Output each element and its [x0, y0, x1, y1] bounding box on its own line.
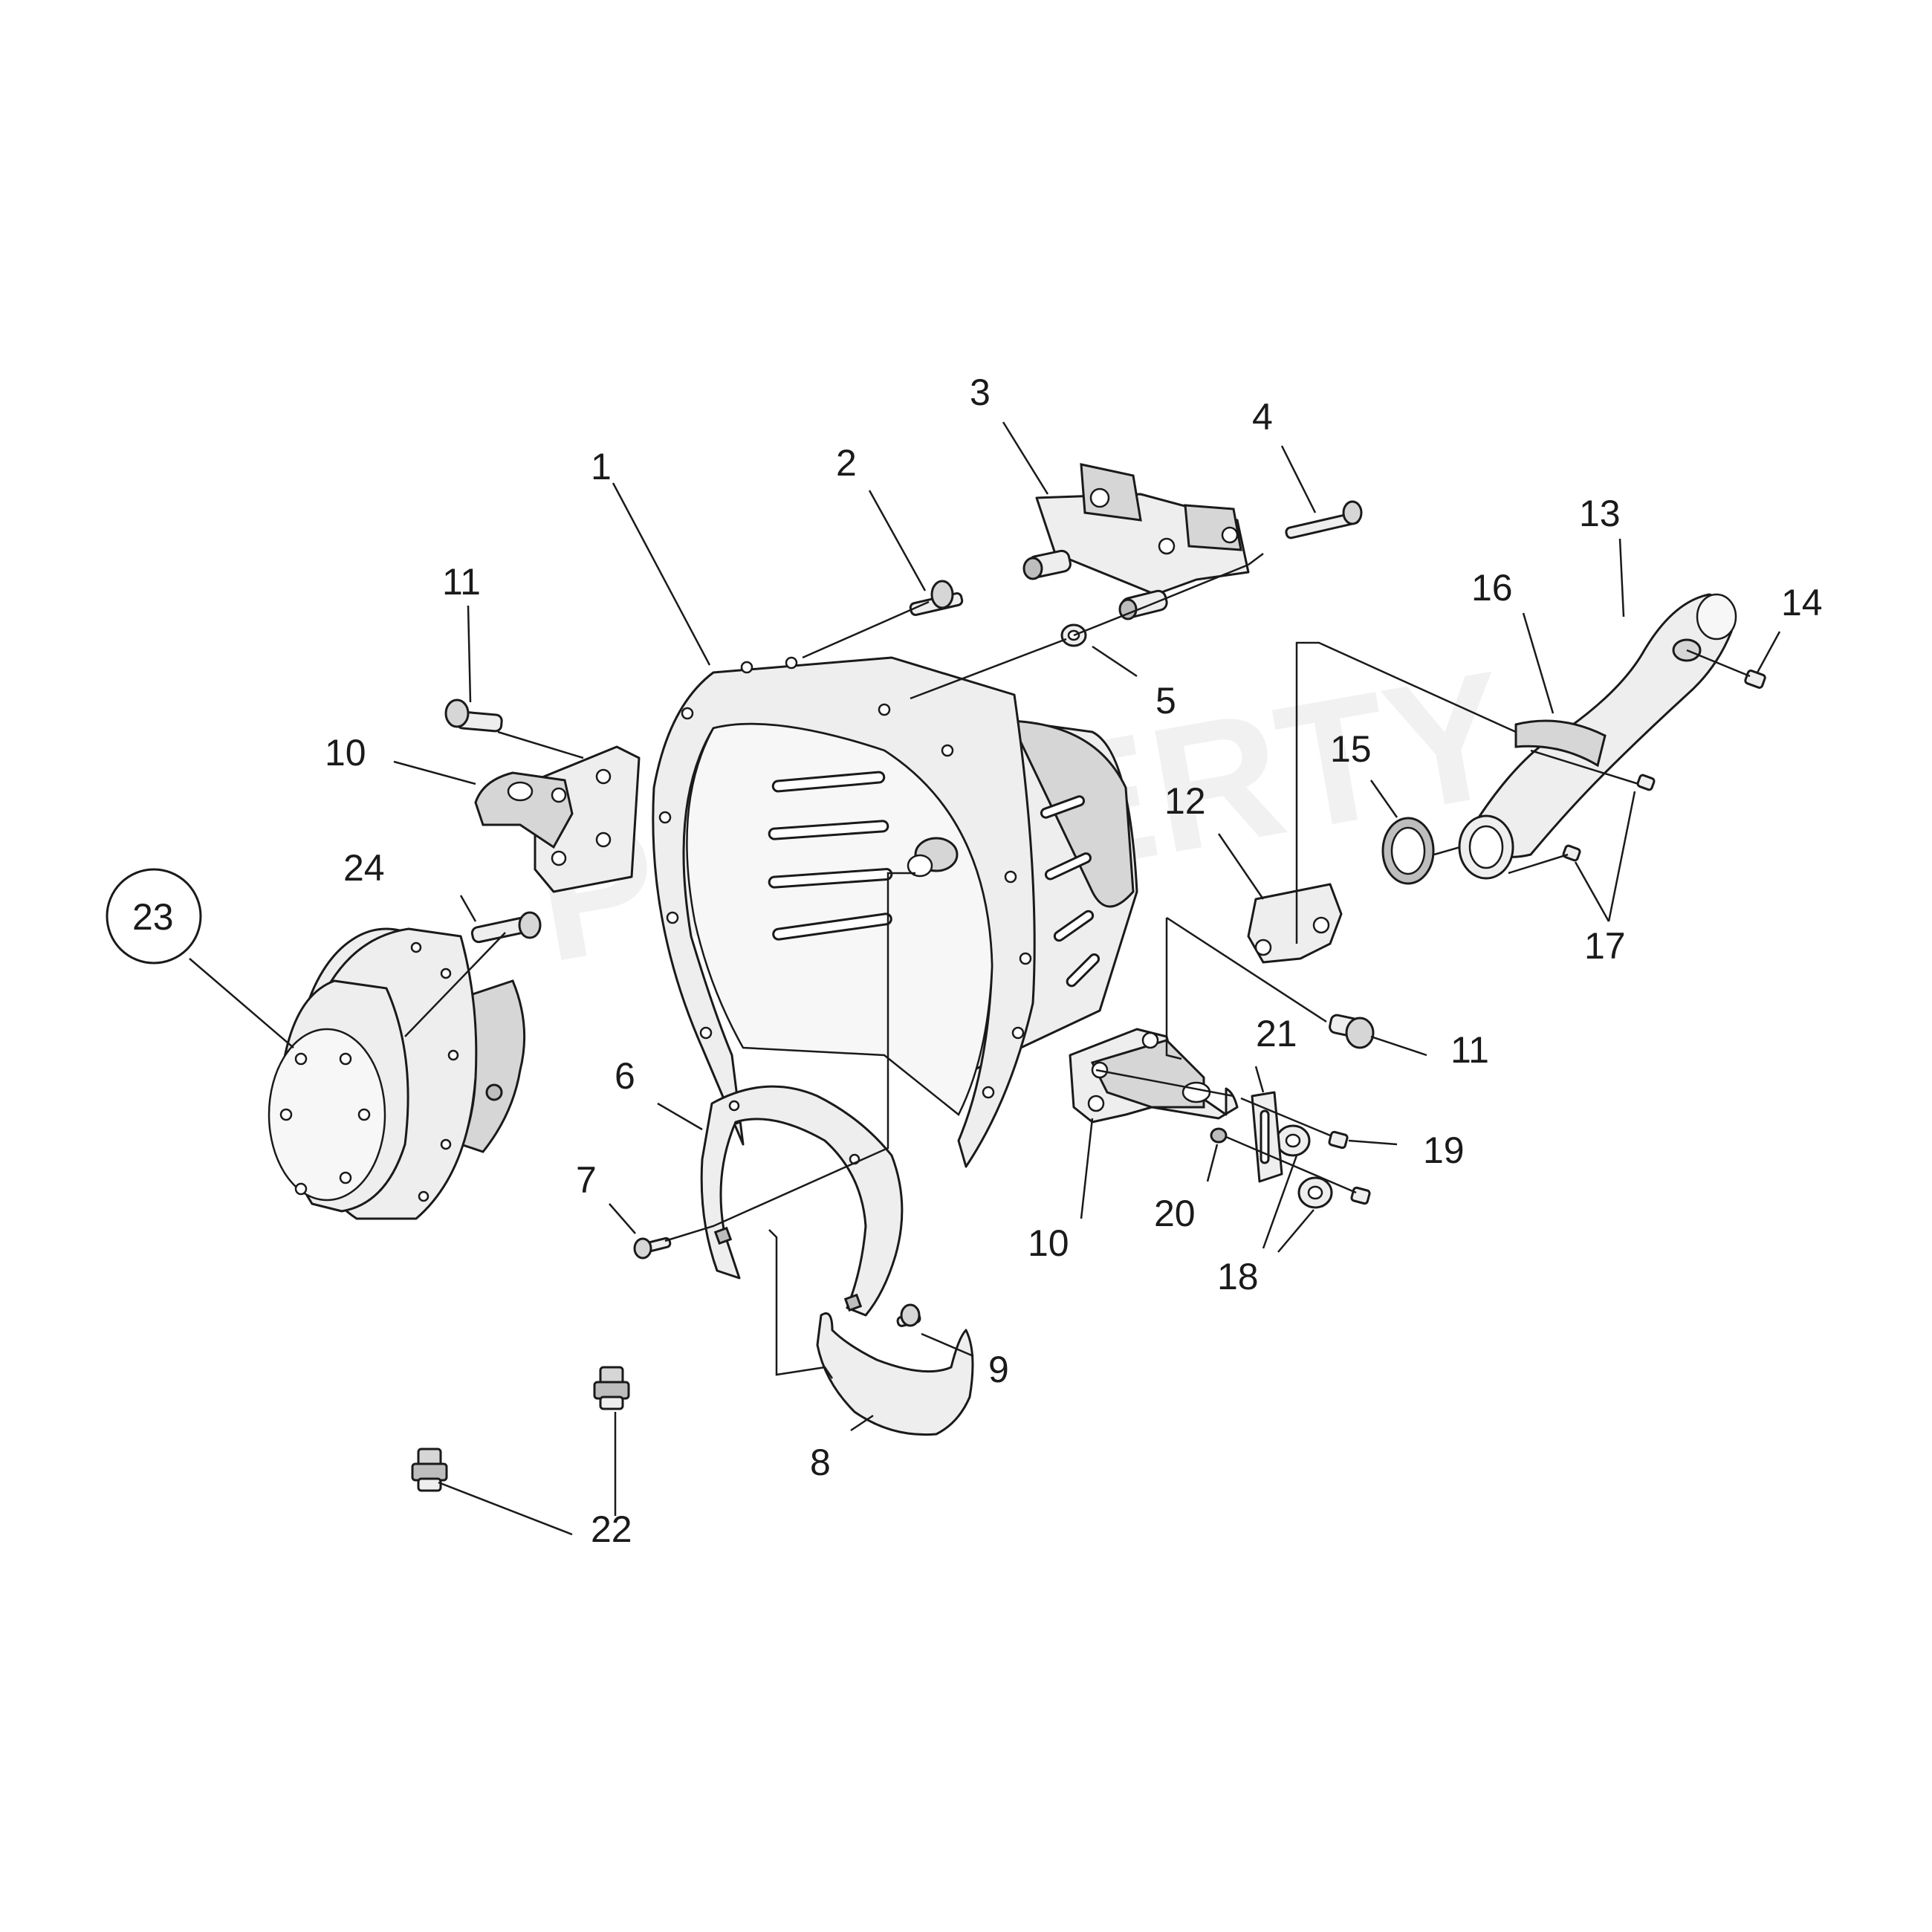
callout-24: 24	[343, 847, 385, 889]
callout-13: 13	[1579, 493, 1621, 534]
part-14-plug	[1744, 670, 1766, 689]
part-9-screw	[896, 1303, 921, 1327]
callout-11-upper-left: 11	[442, 561, 481, 603]
leader-lines	[189, 421, 1781, 1536]
part-15-seal-ring	[1381, 817, 1435, 885]
part-12-small-bracket	[1247, 883, 1343, 964]
part-17-screws	[1562, 774, 1656, 862]
callout-11-right: 11	[1450, 1029, 1489, 1071]
part-4-long-bolt	[1285, 500, 1363, 539]
callout-23-circle	[106, 868, 202, 965]
part-3-bracket	[1022, 463, 1250, 596]
part-6-cover-ring	[700, 1085, 904, 1317]
callout-12: 12	[1164, 780, 1206, 822]
callout-17: 17	[1584, 925, 1626, 967]
part-11-bolt-upper-left	[444, 698, 503, 733]
callout-15: 15	[1330, 728, 1372, 770]
callout-14: 14	[1781, 582, 1823, 623]
part-22-fittings	[411, 1366, 630, 1492]
part-18-grommets	[1275, 1124, 1333, 1209]
part-21-strap	[1251, 1091, 1283, 1183]
part-16-flange-ring	[1458, 719, 1607, 880]
callout-23: 23	[132, 896, 174, 938]
part-23-hydraulic-motor	[268, 927, 526, 1220]
callout-22: 22	[591, 1508, 632, 1550]
part-20-washer	[1210, 1127, 1228, 1144]
callout-4: 4	[1252, 396, 1273, 438]
callout-6: 6	[615, 1055, 635, 1097]
callout-21: 21	[1256, 1013, 1297, 1054]
part-1-bell-housing	[652, 656, 1138, 1168]
part-7-screw	[633, 1236, 672, 1260]
callout-8: 8	[810, 1442, 831, 1483]
part-2-bolt	[909, 580, 964, 616]
callout-2: 2	[836, 442, 857, 484]
callout-labels: 1 2 3 4 5 6 7 8 9 10 10 11 11 12 13 14 1…	[106, 372, 1823, 1550]
callout-1: 1	[591, 446, 612, 487]
part-10-right-engine-mount	[1069, 1028, 1239, 1124]
callout-19: 19	[1423, 1129, 1465, 1171]
callout-7: 7	[576, 1159, 597, 1201]
part-24-bolt	[470, 911, 542, 944]
part-11-bolt-right	[1329, 1014, 1375, 1049]
part-8-lower-cover	[816, 1312, 974, 1436]
part-10-left-engine-mount	[474, 745, 641, 893]
callout-3: 3	[970, 372, 991, 413]
callout-18: 18	[1217, 1256, 1259, 1297]
callout-16: 16	[1471, 567, 1513, 609]
callout-5: 5	[1155, 680, 1176, 722]
callout-20: 20	[1154, 1193, 1196, 1234]
callout-10-right: 10	[1028, 1222, 1069, 1264]
callout-9: 9	[988, 1349, 1009, 1390]
part-19-nuts	[1328, 1130, 1371, 1205]
callout-10-left: 10	[325, 732, 366, 774]
part-13-pipe	[1477, 593, 1737, 858]
